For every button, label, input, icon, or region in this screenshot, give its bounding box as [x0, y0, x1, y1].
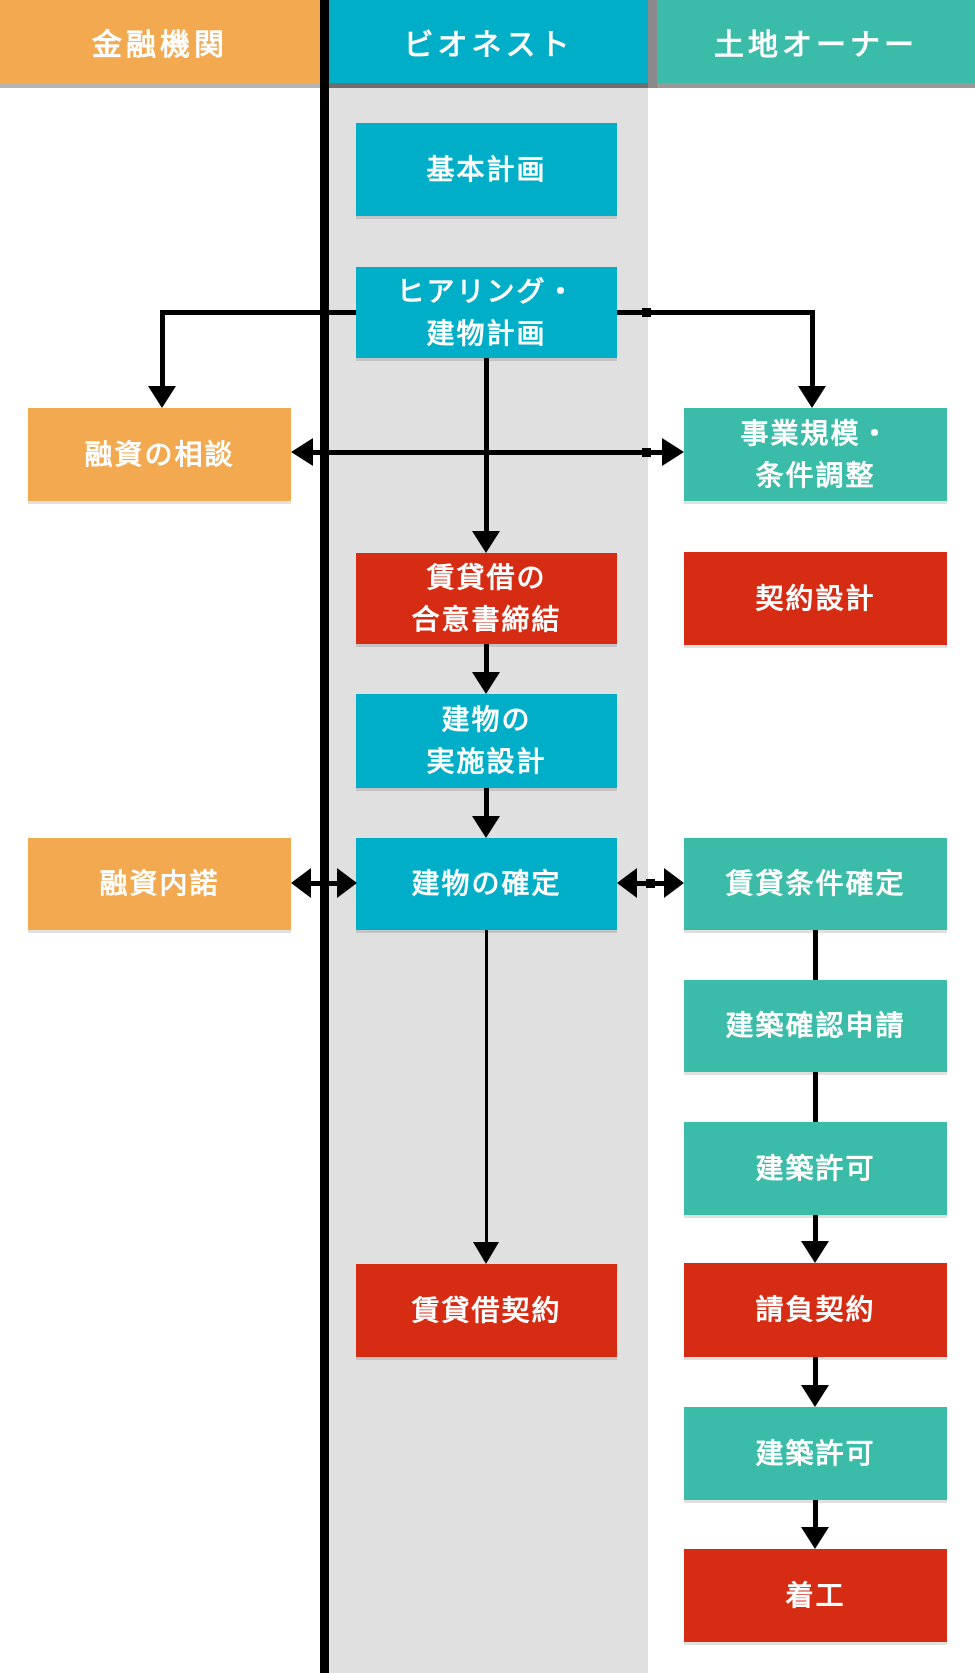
arrowhead-into-loan-consent: [291, 868, 311, 898]
arrowhead-into-construction-start: [801, 1527, 829, 1549]
box-contract-design: 契約設計: [684, 552, 947, 645]
box-lease-agreement-signing: 賃貸借の 合意書締結: [356, 553, 617, 644]
box-building-confirmation-application: 建築確認申請: [684, 980, 947, 1072]
header-finance: 金融機関: [0, 0, 320, 83]
arrowhead-into-finalization-left: [337, 868, 357, 898]
box-building-detail-design: 建物の 実施設計: [356, 694, 617, 788]
box-loan-informal-consent: 融資内諾: [28, 838, 291, 930]
arrowhead-into-loan-consultation-right: [291, 438, 313, 466]
box-business-scale-adjustment: 事業規模・ 条件調整: [684, 408, 947, 501]
arrowhead-into-business-scale-left: [662, 438, 684, 466]
column-divider-line: [320, 0, 329, 1673]
box-lease-contract: 賃貸借契約: [356, 1264, 617, 1357]
arrowhead-into-building-finalization: [472, 816, 500, 838]
connector-joint-dot-top: [642, 308, 651, 317]
header-finance-shadow: [0, 83, 320, 88]
connector-finalization-to-lease-contract: [485, 930, 488, 1242]
box-lease-terms-finalization: 賃貸条件確定: [684, 838, 947, 930]
connector-hearing-to-scale-vertical: [810, 310, 815, 386]
connector-hearing-to-scale-horizontal: [617, 310, 815, 315]
box-building-finalization: 建物の確定: [356, 838, 617, 930]
connector-hearing-to-loan-horizontal: [160, 310, 356, 315]
arrowhead-into-permit2: [801, 1385, 829, 1407]
box-building-permit-1: 建築許可: [684, 1122, 947, 1215]
arrowhead-into-lease-contract: [473, 1242, 499, 1264]
box-construction-start: 着工: [684, 1549, 947, 1642]
box-loan-consultation: 融資の相談: [28, 408, 291, 501]
connector-contract-to-permit2: [813, 1357, 818, 1385]
connector-leaseterms-to-confirmation: [813, 930, 818, 980]
connector-permit2-to-start: [813, 1500, 818, 1527]
box-building-permit-2: 建築許可: [684, 1407, 947, 1500]
box-hearing-building-plan: ヒアリング・ 建物計画: [356, 267, 617, 358]
box-construction-contract: 請負契約: [684, 1263, 947, 1357]
arrowhead-into-loan-consultation: [148, 386, 176, 408]
connector-confirmation-to-permit1: [813, 1072, 818, 1122]
connector-lease-agreement-to-detail-design: [484, 644, 489, 672]
connector-hearing-to-loan-vertical: [160, 310, 165, 386]
arrowhead-into-finalization-right: [617, 868, 637, 898]
header-gap-divider: [648, 0, 657, 88]
header-landowner-shadow: [657, 83, 975, 88]
header-landowner: 土地オーナー: [657, 0, 975, 83]
connector-detail-design-to-finalization: [484, 788, 489, 816]
connector-joint-dot-middle: [642, 448, 651, 457]
header-bionest: ビオネスト: [329, 0, 648, 83]
arrowhead-into-lease-agreement: [472, 531, 500, 553]
double-arrow-loan-scale-line: [311, 450, 664, 455]
arrowhead-into-business-scale: [798, 386, 826, 408]
double-arrow-consent-finalization-line: [308, 881, 340, 886]
header-bionest-shadow: [329, 83, 648, 88]
arrowhead-into-construction-contract: [801, 1241, 829, 1263]
box-basic-plan: 基本計画: [356, 123, 617, 216]
arrowhead-into-lease-terms: [664, 868, 684, 898]
connector-permit1-to-construction-contract: [813, 1215, 818, 1241]
connector-hearing-to-lease-agreement: [484, 358, 489, 531]
connector-joint-dot-row: [646, 879, 655, 888]
arrowhead-into-detail-design: [472, 672, 500, 694]
